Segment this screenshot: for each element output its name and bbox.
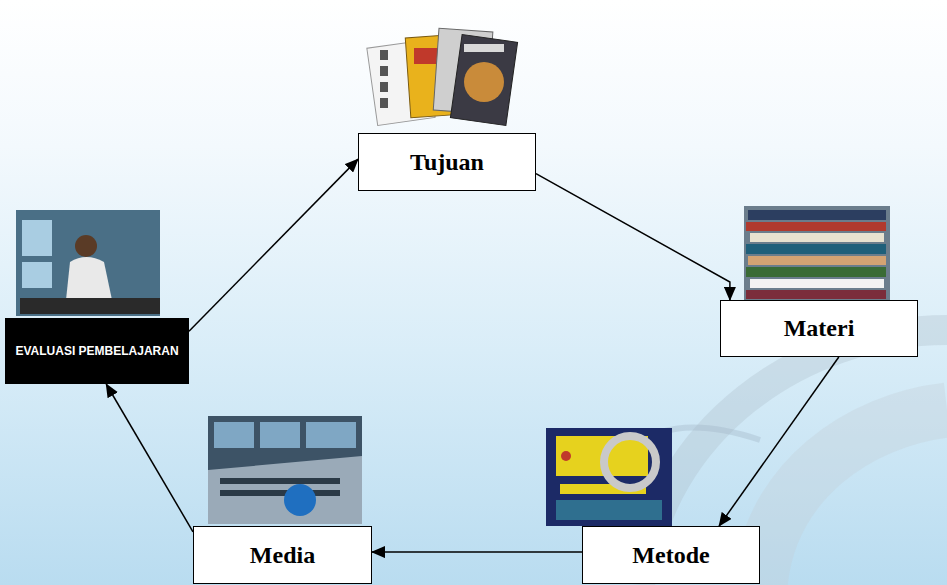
evaluation-box: EVALUASI PEMBELAJARAN [5,318,189,384]
flow-arrow [372,551,582,553]
media-box: Media [193,526,372,584]
flow-arrow [536,174,730,300]
box-label: Metode [632,542,709,569]
books-picture [744,206,890,300]
magazine-picture [367,28,518,125]
person-picture [16,210,160,316]
box-label: Materi [784,315,855,342]
material-box: Materi [720,300,918,357]
box-label: EVALUASI PEMBELAJARAN [15,344,178,358]
goal-box: Tujuan [358,133,536,191]
box-label: Tujuan [410,149,484,176]
media-screen-picture [546,428,672,526]
flow-arrow [189,159,358,331]
studio-picture [208,416,362,524]
flow-arrow [106,384,193,532]
box-label: Media [250,542,315,569]
flow-arrow [719,357,839,526]
method-box: Metode [582,526,760,584]
